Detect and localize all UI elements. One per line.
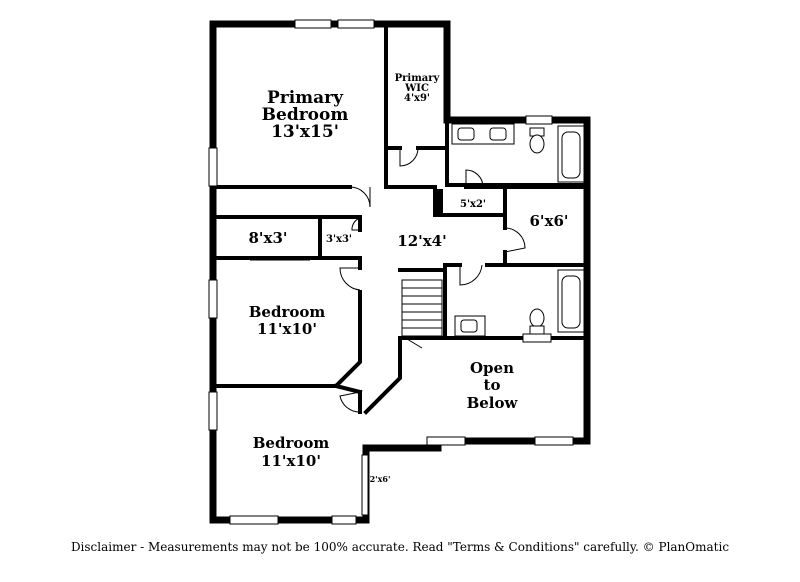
bedroom-2-name: Bedroom xyxy=(249,303,326,321)
floor-plan: Primary Bedroom 13'x15' Primary WIC 4'x9… xyxy=(208,19,591,525)
closet-8x3-size: 8'x3' xyxy=(248,229,287,247)
chase-block xyxy=(433,189,443,215)
primary-bedroom-name-2: Bedroom xyxy=(262,105,349,125)
room-labels: Primary Bedroom 13'x15' Primary WIC 4'x9… xyxy=(248,73,568,484)
staircase xyxy=(401,279,443,349)
room-6x6-size: 6'x6' xyxy=(529,212,568,230)
windows xyxy=(208,19,574,525)
disclaimer-text: Disclaimer - Measurements may not be 100… xyxy=(70,540,730,554)
bedroom-3-name: Bedroom xyxy=(253,434,330,452)
primary-bedroom-name-1: Primary xyxy=(267,88,344,108)
open-to-below-1: Open xyxy=(470,359,514,377)
bedroom-3-size: 11'x10' xyxy=(261,452,321,470)
closet-3x3-size: 3'x3' xyxy=(326,234,352,245)
closet-2x6-size: 2'x6' xyxy=(370,474,391,484)
room-5x2-size: 5'x2' xyxy=(460,199,486,210)
bedroom-2-size: 11'x10' xyxy=(257,320,317,338)
primary-wic-size: 4'x9' xyxy=(404,93,430,104)
hall-size: 12'x4' xyxy=(397,232,446,250)
primary-wic-name-2: WIC xyxy=(404,83,429,94)
primary-wic-name-1: Primary xyxy=(395,73,441,84)
open-to-below-3: Below xyxy=(467,394,519,412)
open-to-below-2: to xyxy=(484,376,501,394)
interior-walls xyxy=(211,22,589,415)
doors xyxy=(250,147,526,413)
bath-fixtures xyxy=(451,123,585,337)
primary-bedroom-size: 13'x15' xyxy=(271,122,339,142)
